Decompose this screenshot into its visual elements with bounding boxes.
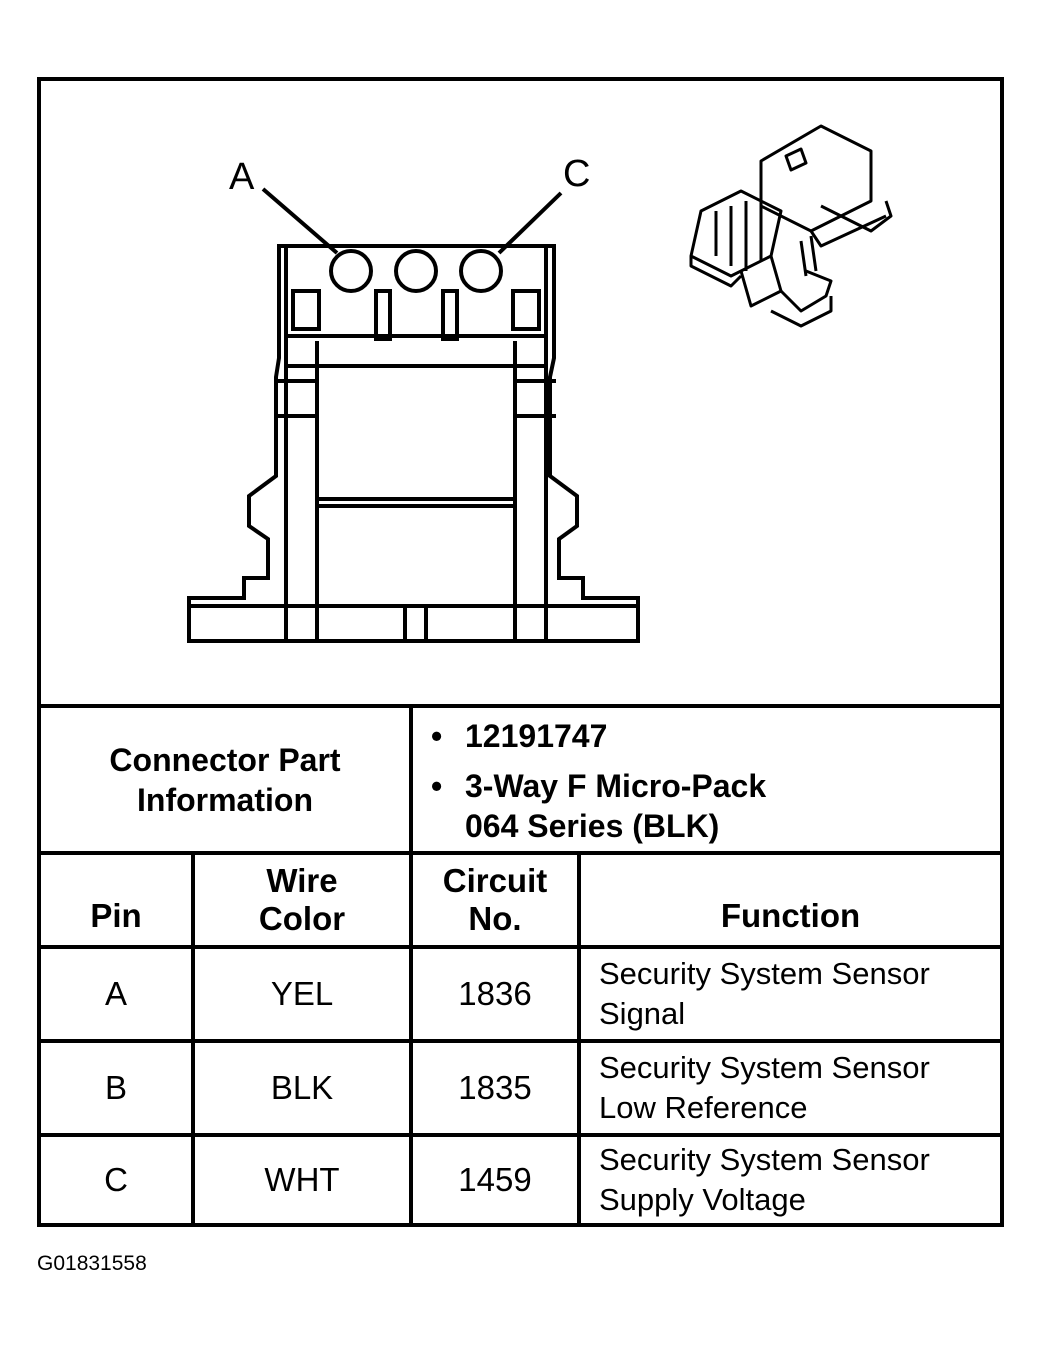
header-circuit-no: Circuit No. — [442, 862, 548, 937]
header-function: Function — [720, 897, 861, 934]
header-wire-color: Wire Color — [258, 862, 346, 937]
connector-part-info: •12191747 •3-Way F Micro-Pack 064 Series… — [413, 708, 1000, 855]
leader-line-a — [261, 187, 339, 255]
divider — [41, 851, 1000, 855]
connector-type-item: •3-Way F Micro-Pack 064 Series (BLK) — [431, 768, 767, 844]
divider — [41, 1133, 1000, 1137]
row-a-pin: A — [104, 975, 127, 1012]
connector-isometric-sketch — [689, 124, 893, 328]
part-number-item: •12191747 — [431, 718, 608, 754]
connector-part-label: Connector Part Information — [109, 741, 341, 818]
connector-type: 3-Way F Micro-Pack 064 Series (BLK) — [465, 768, 767, 844]
leader-line-c — [497, 191, 563, 255]
connector-sheet: A C Connector Part — [37, 77, 1004, 1227]
figure-code: G01831558 — [37, 1252, 147, 1275]
pin-cavity-a — [329, 249, 373, 293]
row-b-pin: B — [104, 1069, 127, 1106]
row-a-wire-color: YEL — [270, 975, 334, 1012]
row-c-function: Security System Sensor Supply Voltage — [599, 1142, 930, 1217]
row-b-function: Security System Sensor Low Reference — [599, 1050, 930, 1125]
pin-cavity-b — [394, 249, 438, 293]
pin-cavity-c — [459, 249, 503, 293]
part-number: 12191747 — [465, 718, 608, 754]
row-a-function: Security System Sensor Signal — [599, 956, 930, 1031]
connector-face-view: A C — [187, 124, 893, 643]
divider — [191, 851, 195, 1223]
row-b-circuit-no: 1835 — [458, 1069, 532, 1106]
row-a-circuit-no: 1836 — [458, 975, 532, 1012]
row-c-pin: C — [104, 1161, 128, 1198]
divider — [577, 851, 581, 1223]
row-c-wire-color: WHT — [264, 1161, 340, 1198]
row-b-wire-color: BLK — [270, 1069, 334, 1106]
pin-label-c: C — [563, 153, 590, 195]
connector-body-outline — [187, 244, 640, 643]
divider — [41, 704, 1000, 708]
divider — [41, 945, 1000, 949]
divider — [41, 1039, 1000, 1043]
header-pin: Pin — [90, 897, 142, 934]
row-c-circuit-no: 1459 — [458, 1161, 532, 1198]
pin-label-a: A — [229, 156, 255, 198]
divider — [409, 704, 413, 854]
connector-drawing: A C — [41, 81, 1000, 707]
divider — [409, 851, 413, 1223]
